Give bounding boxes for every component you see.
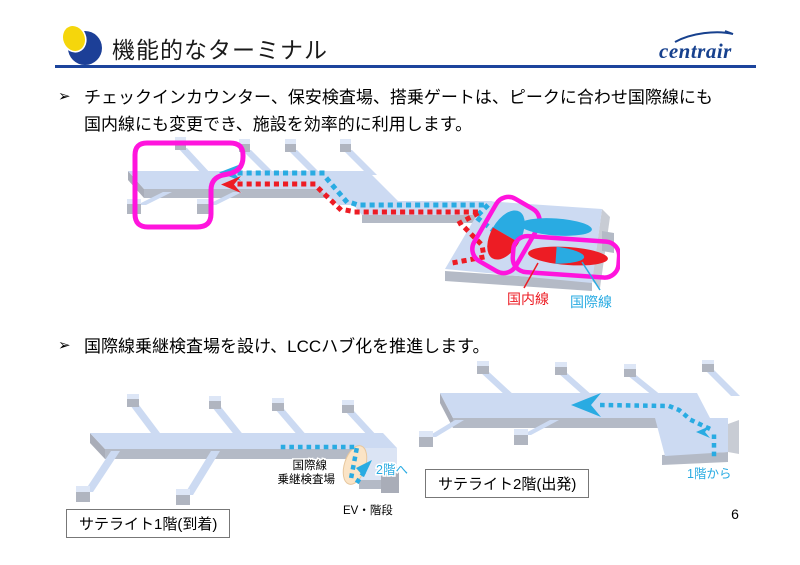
satellite-1f-caption: サテライト1階(到着) <box>66 509 231 538</box>
bullet-2-line-1: 国際線乗継検査場を設け、LCCハブ化を推進します。 <box>84 337 490 356</box>
transfer-label-line1: 国際線 <box>293 458 328 472</box>
international-leader-line <box>581 261 601 291</box>
bullet-functional-use: ➢ チェックインカウンター、保安検査場、搭乗ゲートは、ピークに合わせ国際線にも … <box>58 84 778 138</box>
to-2f-label: 2階へ <box>376 462 408 477</box>
gate-piers-up <box>175 137 377 175</box>
domestic-label: 国内線 <box>507 291 549 307</box>
platform-front <box>445 271 592 291</box>
international-gate-ellipse <box>520 218 592 236</box>
gate-piers-up <box>127 394 378 437</box>
platform-sidecap <box>592 209 610 288</box>
wing-top <box>655 418 728 456</box>
band-endcap <box>440 393 453 428</box>
up-flow-dots <box>354 465 370 485</box>
bullet-marker: ➢ <box>58 88 71 105</box>
wing-front <box>662 452 728 465</box>
international-flow-dotted-line <box>237 170 506 241</box>
wing-top <box>340 433 397 448</box>
international-label: 国際線 <box>570 294 612 310</box>
red-arrowhead-icon <box>221 176 241 193</box>
from-1f-label: 1階から <box>687 466 731 481</box>
departure-flow-dotted-line <box>596 402 711 431</box>
domestic-leader-line <box>523 262 539 289</box>
magenta-satellite-outline <box>132 140 246 230</box>
satellite-2f-caption: サテライト2階(出発) <box>425 469 590 498</box>
brand-swoosh <box>674 30 734 43</box>
transfer-flow-dotted-line <box>280 444 360 487</box>
gate-piers-down <box>419 420 559 447</box>
gate-piers-down <box>76 451 220 505</box>
brand-logo: centrair <box>659 30 734 63</box>
band-front <box>453 418 710 428</box>
ev-block <box>381 473 399 493</box>
satellite-2f-diagram: 1階から <box>419 360 740 481</box>
ev-block-top <box>381 467 399 473</box>
terminal-switch-diagram: 国内線 国際線 <box>127 137 620 310</box>
band-front <box>105 449 360 459</box>
band-endcap <box>90 433 105 459</box>
satellite-1f-diagram: 国際線 乗継検査場 2階へ EV・階段 <box>76 394 409 517</box>
bullet-lcc-hub: ➢ 国際線乗継検査場を設け、LCCハブ化を推進します。 <box>58 333 758 360</box>
magenta-ellipse-outline <box>510 233 620 280</box>
transfer-label-line2: 乗継検査場 <box>278 472 336 486</box>
header-divider <box>55 65 756 68</box>
page-number: 6 <box>731 506 739 522</box>
big-left-arrowhead-icon <box>571 393 601 417</box>
wing-sidecap <box>728 420 739 454</box>
brand-wordmark: centrair <box>659 39 732 63</box>
magenta-capsule-outline <box>470 194 542 276</box>
page-title: 機能的なターミナル <box>112 37 328 63</box>
bullet-1-line-1: チェックインカウンター、保安検査場、搭乗ゲートは、ピークに合わせ国際線にも <box>84 88 713 107</box>
mixed-gate-ellipse <box>510 233 620 280</box>
centrair-logo-icon <box>61 25 102 65</box>
up-to-2f-arrowhead-icon <box>356 460 372 477</box>
bullet-marker: ➢ <box>58 337 71 354</box>
bullet-1-line-2: 国内線にも変更でき、施設を効率的に利用します。 <box>84 115 473 134</box>
gate-piers-up <box>477 360 740 396</box>
mid-step <box>295 171 402 205</box>
ev-stairs-label: EV・階段 <box>343 503 393 517</box>
